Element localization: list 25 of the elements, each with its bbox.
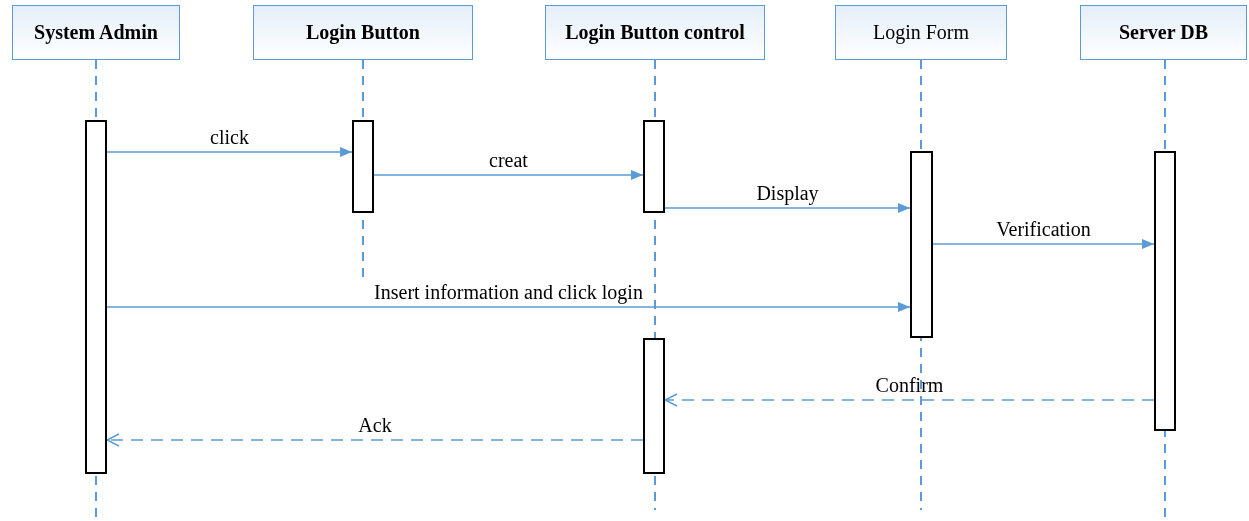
message-label: Verification bbox=[996, 219, 1091, 239]
activation-bar bbox=[643, 338, 665, 474]
activation-bar bbox=[643, 120, 665, 213]
message-arrow bbox=[106, 302, 911, 312]
lifeline-header: Login Button control bbox=[545, 5, 765, 60]
activation-bar bbox=[352, 120, 374, 213]
lifeline-header: System Admin bbox=[12, 5, 180, 60]
message-label: click bbox=[210, 127, 249, 147]
message-arrow bbox=[106, 147, 353, 157]
message-label: Display bbox=[756, 183, 819, 203]
message-label: creat bbox=[489, 150, 528, 170]
message-label: Insert information and click login bbox=[374, 282, 643, 302]
activation-bar bbox=[85, 120, 107, 474]
return-arrow bbox=[664, 393, 1155, 407]
message-arrow bbox=[932, 239, 1155, 249]
lifeline-header: Server DB bbox=[1080, 5, 1247, 60]
return-arrow bbox=[106, 433, 644, 447]
lifeline-header: Login Button bbox=[253, 5, 473, 60]
message-label: Ack bbox=[358, 415, 392, 435]
message-arrow bbox=[373, 170, 644, 180]
message-arrow bbox=[664, 203, 911, 213]
lifeline-header: Login Form bbox=[835, 5, 1007, 60]
message-label: Confirm bbox=[875, 375, 944, 395]
activation-bar bbox=[910, 151, 933, 338]
activation-bar bbox=[1154, 151, 1176, 431]
